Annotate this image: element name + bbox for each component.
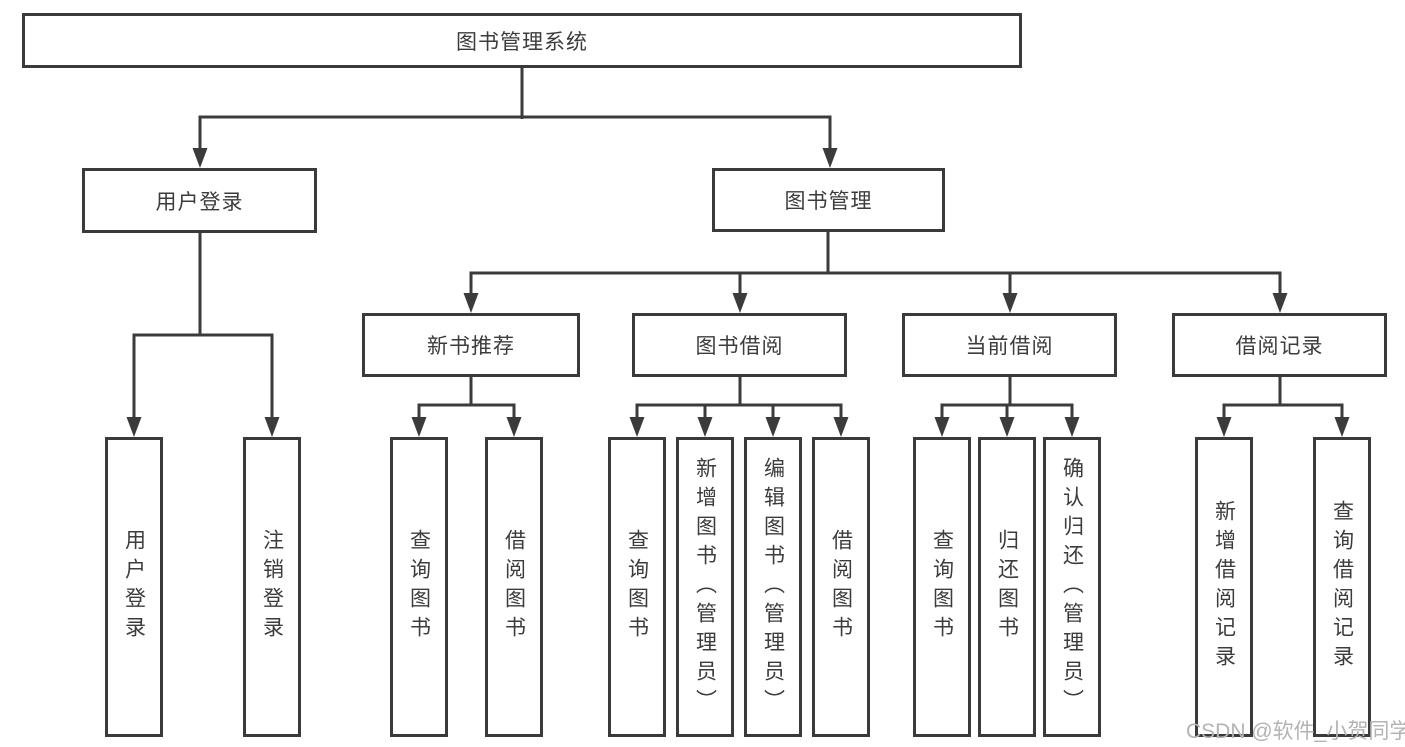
leaf-query-borrow-record-label: 查询借阅记录 <box>1330 500 1354 674</box>
leaf-borrow-books-borrowing: 借阅图书 <box>812 437 870 737</box>
leaf-query-borrow-record: 查询借阅记录 <box>1313 437 1371 737</box>
node-current-borrowing-label: 当前借阅 <box>965 335 1054 358</box>
leaf-add-borrow-record: 新增借阅记录 <box>1195 437 1253 737</box>
leaf-query-books-current: 查询图书 <box>913 437 971 737</box>
node-user-login: 用户登录 <box>82 168 317 233</box>
leaf-add-books-admin-label: 新增图书（管理员） <box>693 456 717 718</box>
leaf-add-books-admin: 新增图书（管理员） <box>676 437 734 737</box>
leaf-user-login: 用户登录 <box>105 437 163 737</box>
watermark: CSDN @软件_小贺同学 <box>1186 720 1405 743</box>
leaf-return-books: 归还图书 <box>978 437 1036 737</box>
leaf-query-books-recommend: 查询图书 <box>390 437 448 737</box>
leaf-borrow-books-recommend: 借阅图书 <box>485 437 543 737</box>
node-book-management: 图书管理 <box>712 168 945 232</box>
node-book-borrowing-label: 图书借阅 <box>695 335 784 358</box>
leaf-query-books-borrowing-label: 查询图书 <box>625 529 649 645</box>
leaf-logout: 注销登录 <box>243 437 301 737</box>
node-library-system: 图书管理系统 <box>22 13 1022 68</box>
leaf-user-login-label: 用户登录 <box>122 529 146 645</box>
leaf-query-books-recommend-label: 查询图书 <box>407 529 431 645</box>
node-borrowing-records-label: 借阅记录 <box>1235 335 1324 358</box>
node-new-book-recommendation: 新书推荐 <box>362 313 580 377</box>
leaf-logout-label: 注销登录 <box>260 529 284 645</box>
leaf-edit-books-admin: 编辑图书（管理员） <box>744 437 802 737</box>
leaf-add-borrow-record-label: 新增借阅记录 <box>1212 500 1236 674</box>
node-borrowing-records: 借阅记录 <box>1172 313 1387 377</box>
node-book-borrowing: 图书借阅 <box>632 313 847 377</box>
node-book-management-label: 图书管理 <box>784 190 873 213</box>
node-library-system-label: 图书管理系统 <box>456 30 588 54</box>
node-user-login-label: 用户登录 <box>155 190 244 214</box>
leaf-confirm-return-admin: 确认归还（管理员） <box>1043 437 1101 737</box>
leaf-confirm-return-admin-label: 确认归还（管理员） <box>1060 456 1084 718</box>
leaf-edit-books-admin-label: 编辑图书（管理员） <box>761 456 785 718</box>
node-current-borrowing: 当前借阅 <box>902 313 1117 377</box>
leaf-return-books-label: 归还图书 <box>995 529 1019 645</box>
leaf-query-books-borrowing: 查询图书 <box>608 437 666 737</box>
leaf-query-books-current-label: 查询图书 <box>930 529 954 645</box>
node-new-book-recommendation-label: 新书推荐 <box>427 335 515 358</box>
leaf-borrow-books-borrowing-label: 借阅图书 <box>829 529 853 645</box>
leaf-borrow-books-recommend-label: 借阅图书 <box>502 529 526 645</box>
